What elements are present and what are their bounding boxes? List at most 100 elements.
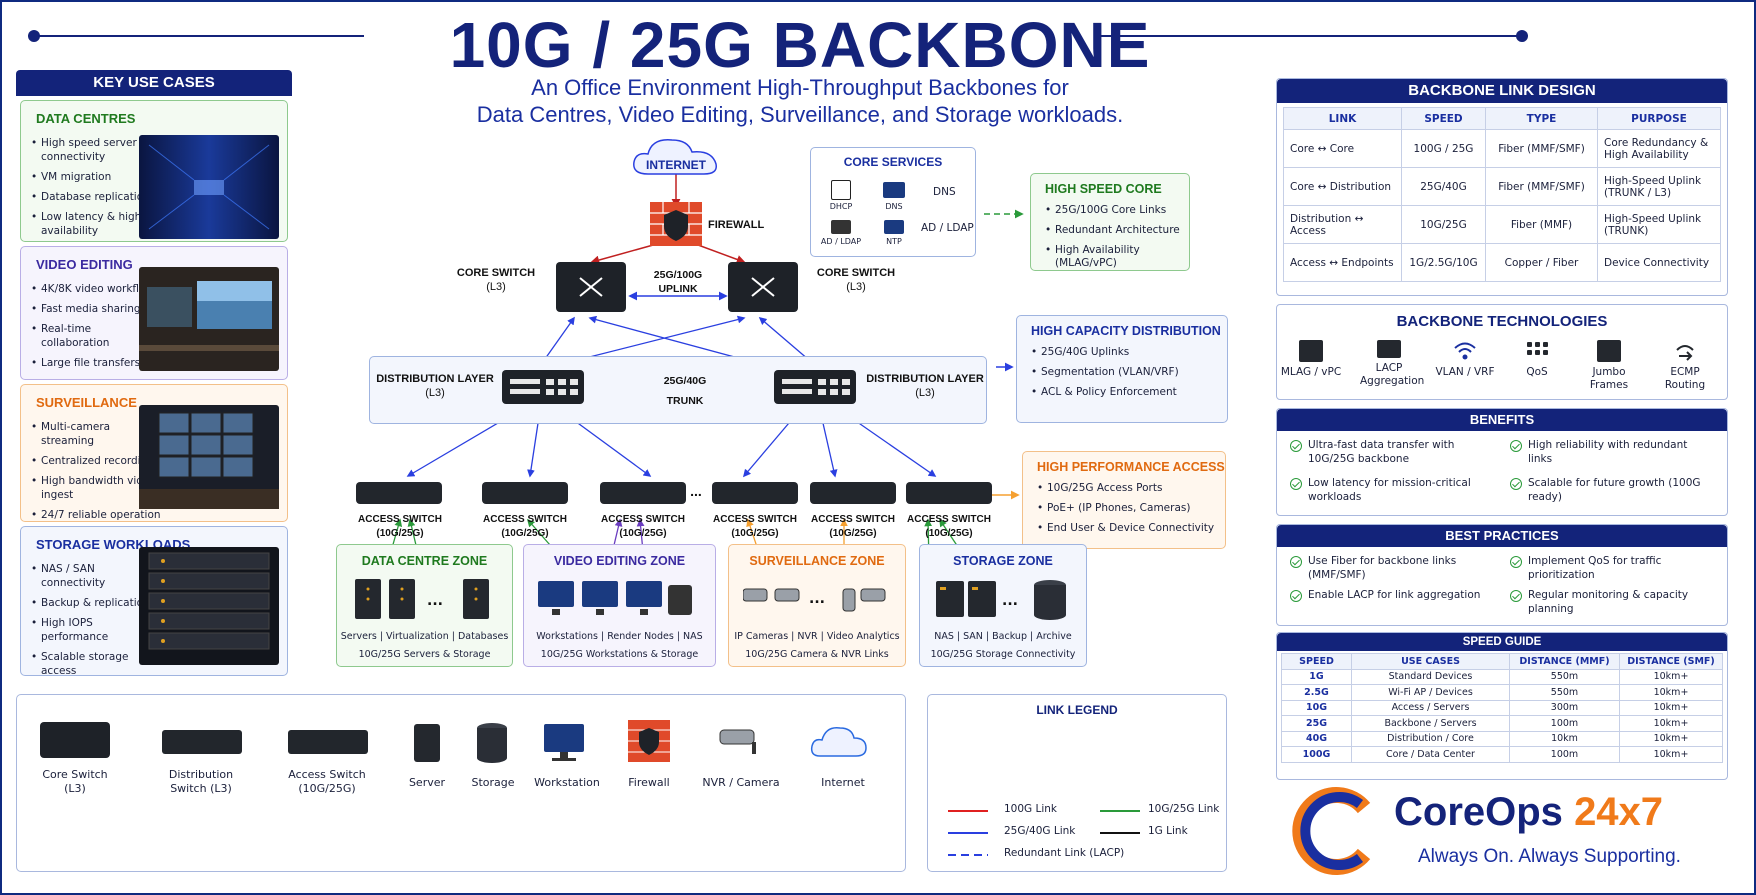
access-switch-icon [482,482,568,504]
bullet: Low latency & high availability [31,210,161,238]
bullet: 4K/8K video workflows [31,282,161,296]
storage-legend-icon [477,723,507,763]
high-perf-list: 10G/25G Access Ports PoE+ (IP Phones, Ca… [1037,482,1225,535]
cell: Core ↔ Core [1283,129,1402,168]
zone-connectivity: 10G/25G Servers & Storage [358,649,491,660]
column-header: DISTANCE (SMF) [1619,653,1723,670]
tech-label: Jumbo Frames [1589,366,1629,391]
qos-icon [1527,342,1548,355]
cell: 10km+ [1619,730,1723,747]
cell: 100G / 25G [1401,129,1486,168]
use-case-video-editing: VIDEO EDITING 4K/8K video workflows Fast… [20,246,288,380]
cell: Core Redundancy & High Availability [1597,129,1721,168]
cell: Core ↔ Distribution [1283,167,1402,206]
bullet: Segmentation (VLAN/VRF) [1031,366,1227,379]
check-icon [1510,440,1522,452]
high-perf-title: HIGH PERFORMANCE ACCESS [1037,460,1225,474]
cell: Core / Data Center [1351,746,1510,763]
core-services-title: CORE SERVICES [843,155,943,169]
legend-label: Firewall [628,776,670,789]
tech-label: LACP Aggregation [1360,362,1425,387]
surveillance-photo [139,405,279,509]
access-switch-label: ACCESS SWITCH(10G/25G) [358,514,442,539]
column-header: LINK [1283,107,1402,130]
cell: 25G [1281,715,1352,732]
dhcp-label: DHCP [829,202,853,211]
workstation-legend-icon [544,724,584,761]
cell: Distribution ↔ Access [1283,205,1402,244]
access-switch-label: ACCESS SWITCH(10G/25G) [713,514,797,539]
practice-item: Implement QoS for traffic prioritization [1506,554,1706,582]
access-switch-icon [810,482,896,504]
benefit-item: Ultra-fast data transfer with 10G/25G ba… [1286,438,1486,466]
ntp-icon [884,220,904,234]
high-performance-access-box: HIGH PERFORMANCE ACCESS 10G/25G Access P… [1022,451,1226,549]
legend-label: Internet [821,776,865,789]
practice-item: Enable LACP for link aggregation [1286,588,1486,602]
speed-guide-header: SPEED GUIDE [1277,633,1727,651]
link-legend-label: Redundant Link (LACP) [1004,847,1125,859]
core-switch-legend-icon [40,722,110,758]
high-capacity-title: HIGH CAPACITY DISTRIBUTION [1031,324,1221,338]
cell: Distribution / Core [1351,730,1510,747]
brand-tagline: Always On. Always Supporting. [1418,846,1681,867]
cell: Access ↔ Endpoints [1283,243,1402,282]
cell: Copper / Fiber [1485,243,1598,282]
best-practices-header: BEST PRACTICES [1277,525,1727,547]
zone-connectivity: 10G/25G Workstations & Storage [540,649,699,660]
zone-title: DATA CENTRE ZONE [361,554,488,568]
cell: 40G [1281,730,1352,747]
firewall-label: FIREWALL [708,219,765,231]
use-case-title: DATA CENTRES [36,111,136,126]
distribution-left-label: DISTRIBUTION LAYER(L3) [376,373,494,399]
access-switch-label: ACCESS SWITCH(10G/25G) [483,514,567,539]
core-switch-right-label: CORE SWITCH(L3) [816,267,896,293]
use-cases-header: KEY USE CASES [16,70,292,96]
cell: Fiber (MMF) [1485,205,1598,244]
use-case-list: NAS / SAN connectivity Backup & replicat… [31,562,161,678]
bullet: End User & Device Connectivity [1037,522,1225,535]
tech-label: VLAN / VRF [1435,366,1495,378]
legend-label: Storage [471,776,515,789]
cell: High-Speed Uplink (TRUNK / L3) [1597,167,1721,206]
link-legend-title: LINK LEGEND [1036,703,1118,717]
benefits-panel: BENEFITS [1276,408,1728,516]
column-header: TYPE [1485,107,1598,130]
workstation-icons [538,581,692,615]
bullet: Centralized recording [31,454,161,468]
bullet: Multi-camera streaming [31,420,161,448]
access-switch-icon [712,482,798,504]
coreops-logo-icon [1292,787,1371,875]
distribution-switch-right-icon [774,370,856,404]
column-header: USE CASES [1351,653,1510,670]
ad-ldap-label: AD / LDAP [921,222,974,234]
use-case-list: Multi-camera streaming Centralized recor… [31,420,161,522]
title-rule-right [1098,35,1522,37]
link-swatch-10g-25g [1100,810,1140,812]
tech-label: ECMP Routing [1664,366,1706,391]
link-design-panel: BACKBONE LINK DESIGN LINK SPEED TYPE PUR… [1276,78,1728,296]
technologies-title: BACKBONE TECHNOLOGIES [1396,313,1608,330]
tech-vlan: VLAN / VRF [1430,340,1500,379]
check-icon [1510,590,1522,602]
column-header: SPEED [1281,653,1352,670]
bullet: High speed server connectivity [31,136,161,164]
link-swatch-25g-40g [948,832,988,834]
firewall-legend-icon [628,720,670,762]
use-case-title: SURVEILLANCE [36,395,137,410]
dhcp-icon [831,180,851,200]
access-switch-label: ACCESS SWITCH(10G/25G) [601,514,685,539]
cell: 10km+ [1619,668,1723,685]
svg-text:...: ... [1002,593,1018,609]
wifi-icon [1454,342,1476,360]
use-case-list: 4K/8K video workflows Fast media sharing… [31,282,161,370]
ad-icon-label: AD / LDAP [820,237,862,246]
